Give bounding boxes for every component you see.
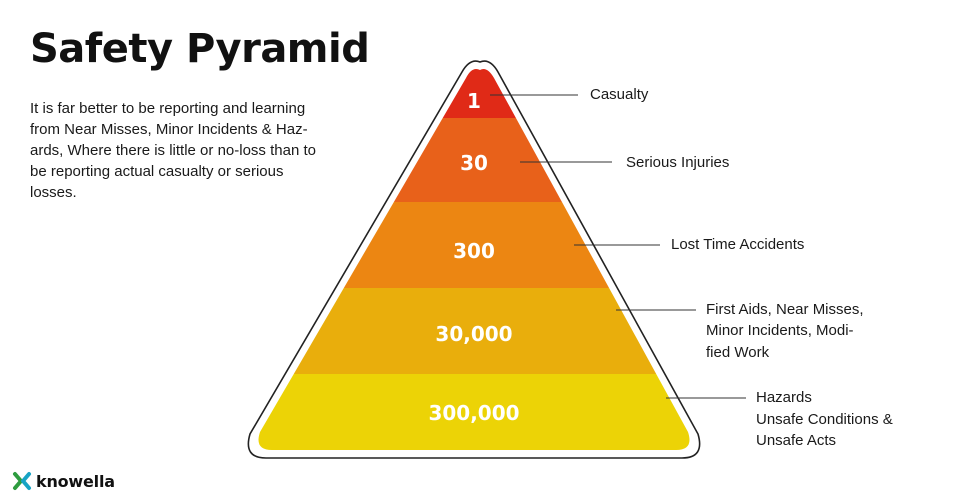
tier-label-line: Lost Time Accidents — [671, 236, 804, 253]
tier-label-line: Minor Incidents, Modi- — [706, 322, 854, 339]
description-line: losses. — [30, 184, 77, 201]
tier-label-3: Lost Time Accidents — [671, 236, 804, 253]
brand-logo-text: knowella — [36, 471, 115, 491]
tier-value-5: 300,000 — [428, 401, 519, 425]
tier-label-5: Hazards Unsafe Conditions & Unsafe Acts — [756, 389, 897, 449]
page-title: Safety Pyramid — [30, 26, 370, 72]
description-line: be reporting actual casualty or serious — [30, 163, 284, 180]
tier-value-3: 300 — [453, 239, 495, 263]
tier-label-line: Casualty — [590, 86, 649, 103]
brand-logo: knowella — [12, 471, 115, 491]
tier-label-line: Unsafe Conditions & — [756, 411, 893, 428]
description-line: from Near Misses, Minor Incidents & Haz- — [30, 121, 308, 138]
description-text: It is far better to be reporting and lea… — [30, 98, 350, 203]
tier-label-1: Casualty — [590, 86, 649, 103]
description-line: ards, Where there is little or no-loss t… — [30, 142, 316, 159]
tier-value-1: 1 — [467, 89, 481, 113]
tier-label-4: First Aids, Near Misses, Minor Incidents… — [706, 301, 868, 361]
tier-band-5 — [258, 374, 690, 450]
tier-label-line: Serious Injuries — [626, 154, 729, 171]
tier-label-line: Unsafe Acts — [756, 432, 836, 449]
tier-value-4: 30,000 — [435, 322, 512, 346]
tier-label-line: First Aids, Near Misses, — [706, 301, 864, 318]
tier-value-2: 30 — [460, 151, 488, 175]
tier-label-line: fied Work — [706, 344, 770, 361]
knowella-x-logo-icon — [13, 472, 31, 490]
tier-label-line: Hazards — [756, 389, 812, 406]
description-line: It is far better to be reporting and lea… — [30, 100, 306, 117]
tier-label-2: Serious Injuries — [626, 154, 729, 171]
